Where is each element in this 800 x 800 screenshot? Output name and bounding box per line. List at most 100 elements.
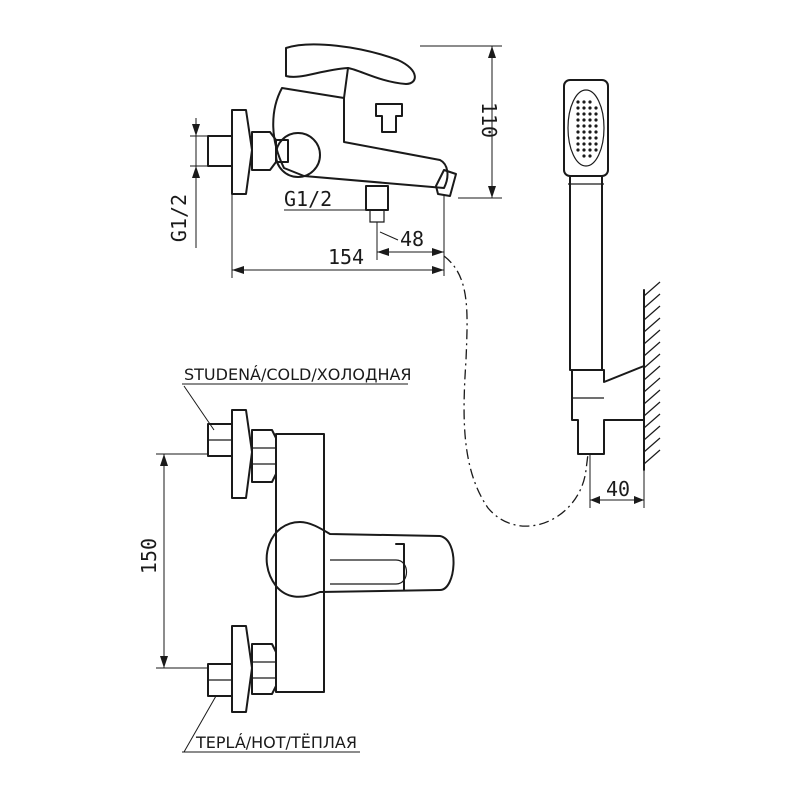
front-body <box>275 433 325 693</box>
side-inlet-pipe <box>207 135 233 167</box>
front-flange-bottom <box>231 625 253 713</box>
shower-nozzle <box>588 100 592 104</box>
shower-spray-face <box>567 89 605 167</box>
label-cold-leader <box>183 385 215 431</box>
wall-hatch-line <box>643 413 661 429</box>
hand-shower-assembly: 40 <box>443 79 661 527</box>
side-cartridge-circle <box>275 132 321 178</box>
shower-nozzle <box>576 112 580 116</box>
label-cold: STUDENÁ/COLD/ХОЛОДНАЯ <box>184 365 412 384</box>
wall-hatch-line <box>643 281 661 297</box>
dim-110-label: 110 <box>477 102 501 138</box>
label-hot: TEPLÁ/HOT/ТЁПЛАЯ <box>195 733 357 752</box>
side-lever-stem <box>343 67 349 99</box>
dim-40-arrow-right <box>634 496 644 504</box>
dim-154-label: 154 <box>328 245 364 269</box>
wall-hatch-line <box>643 449 661 465</box>
dim-110-arrow-bottom <box>488 186 496 198</box>
wall-hatch-line <box>643 353 661 369</box>
shower-nozzle <box>576 100 580 104</box>
shower-nozzle <box>594 130 598 134</box>
shower-nozzle <box>588 136 592 140</box>
shower-nozzle <box>582 154 586 158</box>
shower-nozzle <box>582 130 586 134</box>
shower-nozzle <box>588 106 592 110</box>
dim-48-arrow-left <box>377 248 389 256</box>
wall-hatch-line <box>643 389 661 405</box>
dim-g12-arrow-bottom <box>192 166 200 178</box>
side-diverter-knob <box>375 103 403 133</box>
wall-hatch-line <box>643 317 661 333</box>
dim-40-label: 40 <box>606 477 630 501</box>
shower-nozzle <box>594 136 598 140</box>
wall-hatch-line <box>643 425 661 441</box>
dim-40-arrow-left <box>590 496 600 504</box>
shower-nozzle <box>588 154 592 158</box>
wall-hatch-line <box>643 293 661 309</box>
front-view: 150 STUDENÁ/COLD/ХОЛОДНАЯ TEPLÁ/HOT/ТЁПЛ… <box>137 365 455 753</box>
front-flange-top <box>231 409 253 499</box>
shower-handle <box>569 175 603 371</box>
shower-nozzle <box>594 112 598 116</box>
front-lever <box>265 521 455 598</box>
shower-nozzle <box>576 106 580 110</box>
shower-nozzle <box>582 112 586 116</box>
shower-nozzle <box>588 112 592 116</box>
side-nut <box>251 131 277 171</box>
shower-nozzle <box>582 148 586 152</box>
shower-nozzle <box>576 124 580 128</box>
shower-nozzle <box>582 106 586 110</box>
dim-150-arrow-top <box>160 454 168 466</box>
wall-hatch-line <box>643 365 661 381</box>
side-hose-outlet-thread <box>369 210 385 223</box>
shower-nozzles <box>576 100 598 158</box>
wall-hatch-line <box>643 305 661 321</box>
shower-nozzle <box>588 148 592 152</box>
dim-150-label: 150 <box>137 538 161 574</box>
shower-nozzle <box>588 142 592 146</box>
shower-head <box>563 79 609 177</box>
shower-nozzle <box>594 124 598 128</box>
shower-nozzle <box>576 130 580 134</box>
shower-nozzle <box>588 118 592 122</box>
shower-nozzle <box>576 136 580 140</box>
dim-g12-arrow-top <box>192 124 200 136</box>
side-view: 110 G1/2 G1/2 48 154 <box>167 43 502 278</box>
front-nut-top <box>251 429 277 483</box>
shower-nozzle <box>588 130 592 134</box>
side-hose-outlet <box>365 185 389 211</box>
front-nut-bottom <box>251 643 277 695</box>
wall-hatch-line <box>643 401 661 417</box>
shower-nozzle <box>582 124 586 128</box>
dim-g12-bottom-label: G1/2 <box>284 187 332 211</box>
shower-wall-holder <box>571 365 645 455</box>
dim-110-arrow-top <box>488 46 496 58</box>
wall-hatch-line <box>643 437 661 453</box>
shower-nozzle <box>582 118 586 122</box>
shower-nozzle <box>582 136 586 140</box>
shower-nozzle <box>576 148 580 152</box>
front-lever-step <box>395 543 405 591</box>
dim-150-arrow-bottom <box>160 656 168 668</box>
side-spout-tip <box>435 169 457 197</box>
shower-nozzle <box>594 106 598 110</box>
shower-nozzle <box>594 118 598 122</box>
dim-48-label: 48 <box>400 227 424 251</box>
label-hot-leader <box>183 695 217 753</box>
hose <box>443 255 589 527</box>
wall-hatch-line <box>643 329 661 345</box>
dim-154-arrow-left <box>232 266 244 274</box>
dim-154-arrow-right <box>432 266 444 274</box>
shower-nozzle <box>594 142 598 146</box>
shower-nozzle <box>582 100 586 104</box>
wall-hatching <box>643 281 661 465</box>
shower-nozzle <box>588 124 592 128</box>
side-wall-flange <box>231 109 253 195</box>
front-lever-inset <box>330 559 408 585</box>
wall-hatch-line <box>643 341 661 357</box>
shower-nozzle <box>582 142 586 146</box>
side-lever <box>285 43 416 85</box>
dim-g12-side-label: G1/2 <box>167 194 191 242</box>
dim-48-arrow-right <box>432 248 444 256</box>
